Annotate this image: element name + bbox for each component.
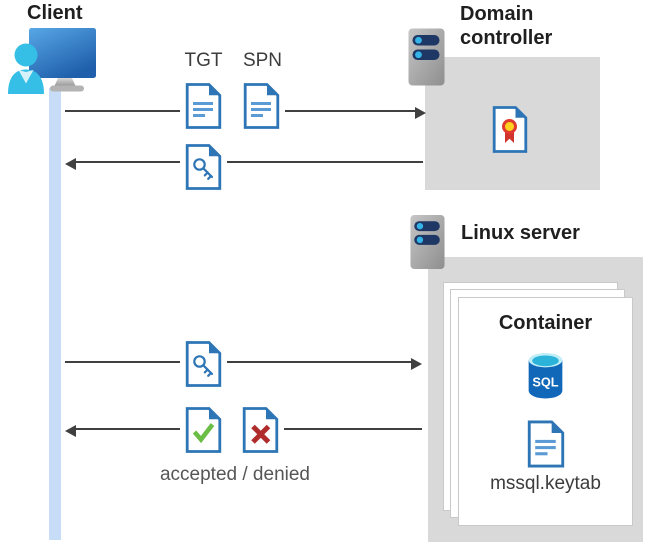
tgt-label: TGT [184,50,223,71]
request-arrow-service-ticket [65,357,422,370]
linux-server-label: Linux server [461,222,580,244]
spn-label: SPN [242,50,283,71]
service-ticket-document-group [180,336,227,392]
container-label: Container [498,312,593,334]
certificate-icon [492,106,528,153]
domain-controller-server-icon [408,28,445,86]
sql-database-icon: SQL [528,353,563,399]
monitor-icon [29,28,96,92]
user-icon [8,43,44,94]
result-documents [180,402,284,458]
sql-badge-text: SQL [532,375,558,390]
client-workstation-icon [8,28,96,94]
linux-server-icon [410,215,445,269]
keytab-label: mssql.keytab [490,473,601,494]
spn-document-icon [243,83,280,129]
tgt-document-icon [185,83,222,129]
kerberos-ticket-icon [185,144,222,190]
accepted-denied-label: accepted / denied [159,464,310,485]
ticket-document-group [180,139,227,195]
tgt-spn-documents [180,78,285,134]
response-arrow-ticket [65,157,423,170]
service-ticket-icon [185,341,222,387]
client-lifeline [49,88,61,540]
container-card: Container SQL mssql.keytab [458,297,633,526]
client-label: Client [27,2,83,24]
accepted-document-icon [185,407,222,453]
keytab-file-icon [527,420,564,468]
denied-document-icon [242,407,279,453]
domain-controller-label: Domain controller [460,3,553,50]
